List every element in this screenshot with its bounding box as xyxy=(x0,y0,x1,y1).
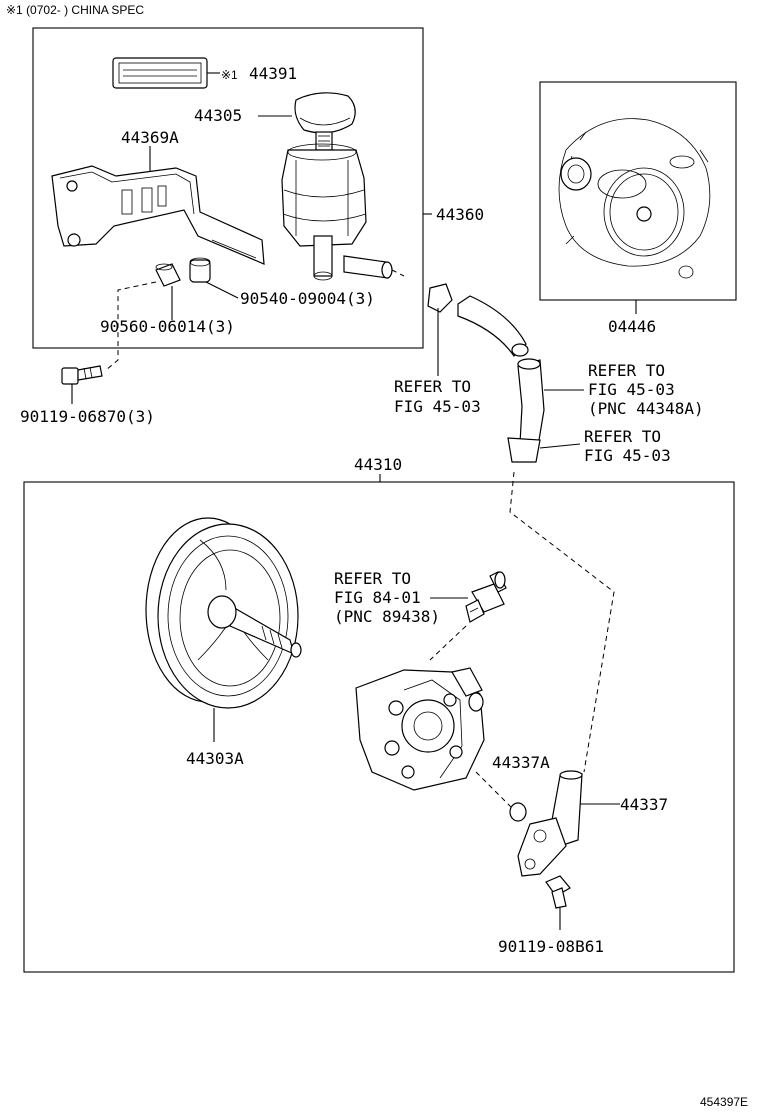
part-label-44369a[interactable]: 44369A xyxy=(121,128,179,147)
pressure-switch-drawing xyxy=(465,571,507,623)
refer-note-1-line1[interactable]: REFER TO xyxy=(394,377,471,396)
part-label-04446[interactable]: 04446 xyxy=(608,317,656,336)
part-label-44310[interactable]: 44310 xyxy=(354,455,402,474)
refer-note-1-line2[interactable]: FIG 45-03 xyxy=(394,397,481,416)
part-label-90540[interactable]: 90540-09004(3) xyxy=(240,289,375,308)
refer-note-2-line2[interactable]: FIG 45-03 xyxy=(588,380,675,399)
part-label-90119-08b61[interactable]: 90119-08B61 xyxy=(498,937,604,956)
gasket-kit-box xyxy=(539,81,737,301)
pulley-drawing xyxy=(145,517,302,709)
spec-mark-44391: ※1 xyxy=(221,68,238,82)
refer-note-3-line1[interactable]: REFER TO xyxy=(584,427,661,446)
part-label-44337a[interactable]: 44337A xyxy=(492,753,550,772)
refer-note-2-line1[interactable]: REFER TO xyxy=(588,361,665,380)
refer-note-4-line1[interactable]: REFER TO xyxy=(334,569,411,588)
o-ring-44337a[interactable] xyxy=(509,802,527,822)
china-spec-note: ※1 (0702- ) CHINA SPEC xyxy=(6,3,144,17)
collar-90540[interactable] xyxy=(189,257,211,283)
reservoir-tank-drawing xyxy=(281,92,405,281)
figure-id: 454397E xyxy=(700,1095,748,1109)
gasket-kit-drawing xyxy=(558,118,711,279)
reservoir-group-box xyxy=(32,27,424,349)
refer-note-4-line2[interactable]: FIG 84-01 xyxy=(334,588,421,607)
part-label-90560[interactable]: 90560-06014(3) xyxy=(100,317,235,336)
union-fitting-44337[interactable] xyxy=(517,770,583,877)
bracket-drawing xyxy=(51,165,265,265)
part-label-44337[interactable]: 44337 xyxy=(620,795,668,814)
refer-note-4-line3[interactable]: (PNC 89438) xyxy=(334,607,440,626)
pump-assembly-box xyxy=(23,481,735,973)
pump-body-drawing xyxy=(355,667,485,791)
collar-90560[interactable] xyxy=(155,263,181,287)
part-label-44305[interactable]: 44305 xyxy=(194,106,242,125)
return-hose-drawing xyxy=(427,283,545,463)
bolt-90119-08b61[interactable] xyxy=(545,875,571,909)
refer-note-3-line2[interactable]: FIG 45-03 xyxy=(584,446,671,465)
part-label-90119-06870[interactable]: 90119-06870(3) xyxy=(20,407,155,426)
part-label-44391[interactable]: 44391 xyxy=(249,64,297,83)
bolt-90119-06870[interactable] xyxy=(61,365,103,385)
refer-note-2-line3[interactable]: (PNC 44348A) xyxy=(588,399,704,418)
part-label-44360[interactable]: 44360 xyxy=(436,205,484,224)
label-plate-44391[interactable] xyxy=(112,57,208,89)
part-label-44303a[interactable]: 44303A xyxy=(186,749,244,768)
